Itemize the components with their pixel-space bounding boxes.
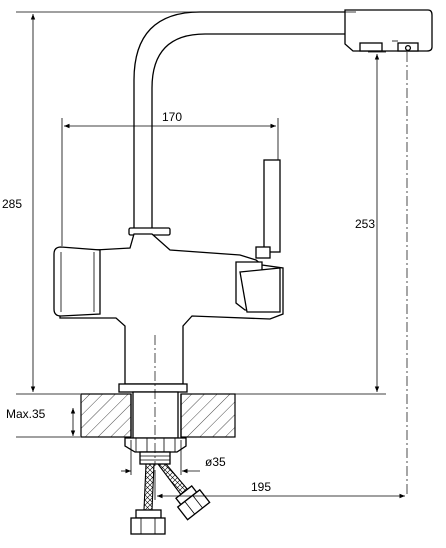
dim-spout-height: 253 <box>355 217 375 231</box>
dim-width: 170 <box>162 110 182 124</box>
right-lever <box>263 159 281 253</box>
dim-counter-thickness: Max.35 <box>6 407 46 421</box>
hose-right <box>156 463 189 497</box>
spout-head <box>344 9 433 52</box>
faucet-body <box>59 233 284 385</box>
centre-lines <box>154 52 408 496</box>
dimension-lines <box>30 14 405 499</box>
dim-overall-height: 285 <box>2 197 22 211</box>
dim-hole-diameter: ø35 <box>205 455 226 469</box>
countertop <box>80 393 236 438</box>
hose-left <box>143 463 155 511</box>
dim-spout-reach: 195 <box>251 480 271 494</box>
extension-lines <box>16 11 386 500</box>
left-handle <box>53 246 101 317</box>
faucet <box>53 9 433 535</box>
